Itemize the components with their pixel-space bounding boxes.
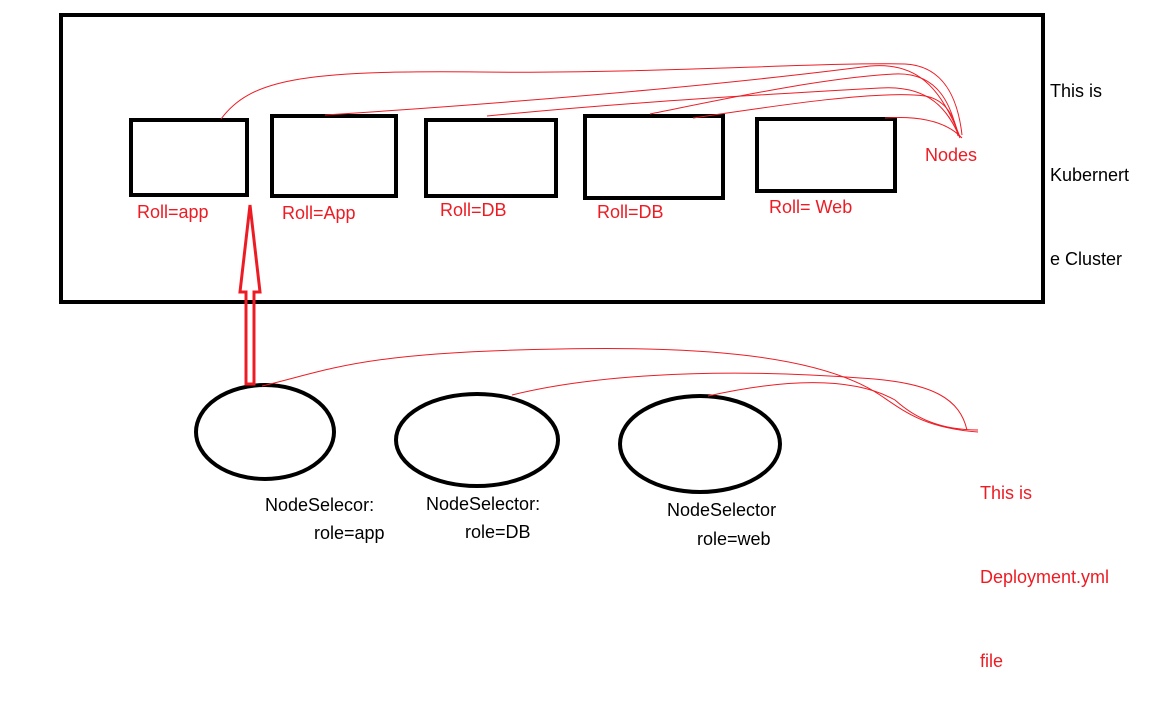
node-box-4 — [583, 114, 725, 200]
nodes-pointer-line-1 — [220, 63, 963, 136]
nodes-label: Nodes — [925, 145, 978, 165]
deployment-pointer-line-2 — [511, 372, 968, 431]
node-box-3 — [424, 118, 558, 198]
schedule-arrow — [238, 204, 262, 386]
node-roll-label-5: Roll= Web — [769, 197, 853, 217]
cluster-label: This is Kubernert e Cluster — [1050, 21, 1129, 301]
node-box-2 — [270, 114, 398, 198]
nodes-pointer-line-3 — [486, 87, 961, 139]
node-roll-label-3: Roll=DB — [440, 200, 507, 220]
node-box-1 — [129, 118, 249, 197]
nodes-pointer-line-5 — [692, 94, 959, 135]
pod-selector-label-3-line-2: role=web — [697, 529, 771, 549]
cluster-label-line-1: This is — [1050, 81, 1103, 101]
deployment-pointer-line-3 — [707, 382, 979, 431]
pod-selector-label-2-line-2: role=DB — [465, 522, 531, 542]
node-box-5 — [755, 117, 897, 193]
node-roll-label-1: Roll=app — [137, 202, 209, 222]
pod-selector-label-1-line-2: role=app — [314, 523, 385, 543]
deployment-label: This is Deployment.yml file — [980, 423, 1109, 703]
nodes-pointer-line-2 — [324, 65, 961, 138]
pod-ellipse-1 — [194, 383, 336, 481]
pod-ellipse-2 — [394, 392, 560, 488]
cluster-label-line-2: Kubernert — [1050, 165, 1130, 185]
cluster-label-line-3: e Cluster — [1050, 249, 1123, 269]
deployment-pointer-line-1 — [261, 347, 979, 433]
deployment-label-line-3: file — [980, 651, 1004, 671]
nodes-pointer-line-6 — [884, 117, 963, 139]
pod-ellipse-3 — [618, 394, 782, 494]
diagram-canvas — [59, 13, 1045, 494]
node-roll-label-4: Roll=DB — [597, 202, 664, 222]
cluster-box — [59, 13, 1045, 304]
nodes-pointer-line-4 — [649, 73, 959, 137]
pod-selector-label-2-line-1: NodeSelector: — [426, 494, 541, 514]
deployment-label-line-1: This is — [980, 483, 1033, 503]
pod-selector-label-3-line-1: NodeSelector — [667, 500, 777, 520]
pod-selector-label-1-line-1: NodeSelecor: — [265, 495, 375, 515]
deployment-label-line-2: Deployment.yml — [980, 567, 1110, 587]
node-roll-label-2: Roll=App — [282, 203, 356, 223]
